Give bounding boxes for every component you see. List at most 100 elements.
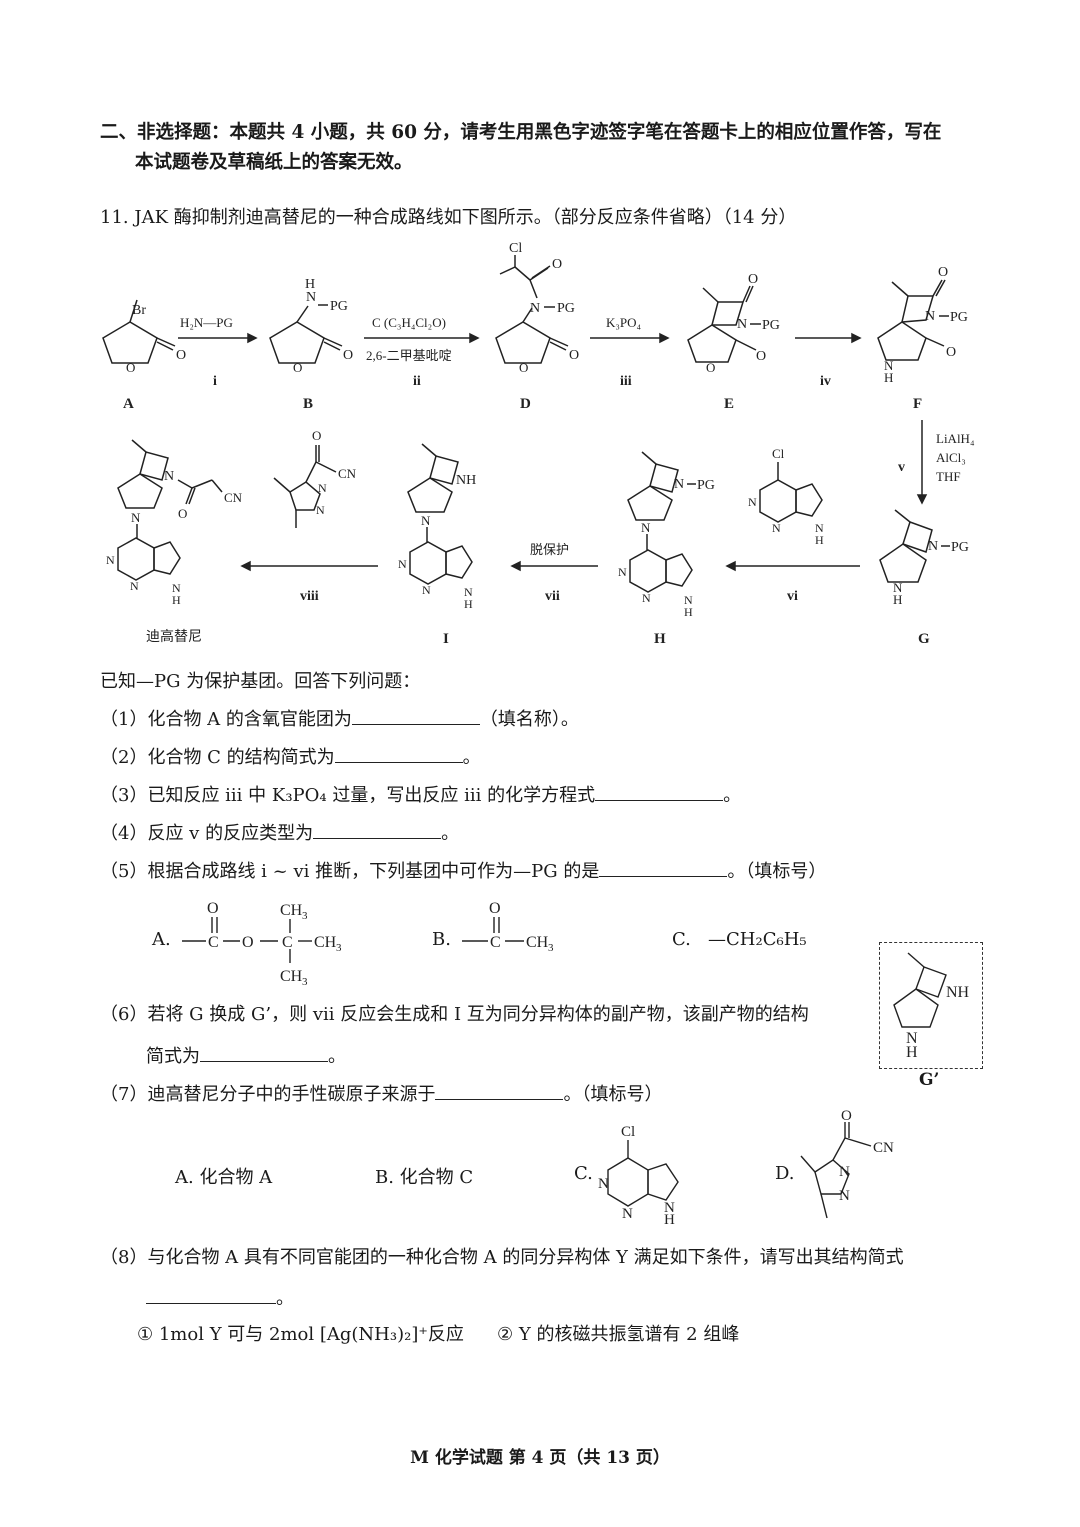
svg-text:CN: CN: [224, 490, 243, 505]
svg-text:CH: CH: [526, 934, 549, 951]
svg-text:N: N: [530, 301, 540, 316]
svg-text:O: O: [489, 900, 501, 917]
svg-text:O: O: [569, 348, 579, 363]
svg-text:O: O: [519, 360, 528, 375]
svg-text:N: N: [839, 1164, 850, 1180]
answer-blank-8[interactable]: [146, 1285, 276, 1304]
answer-blank-7[interactable]: [435, 1081, 564, 1100]
label-f: F: [913, 396, 922, 412]
section-heading: 二、非选择题：本题共 4 小题，共 60 分，请考生用黑色字迹签字笔在答题卡上的…: [100, 122, 942, 143]
svg-text:O: O: [126, 360, 135, 375]
svg-text:O: O: [706, 360, 715, 375]
g-prime-label: G’: [919, 1070, 940, 1090]
label-d: D: [520, 396, 531, 412]
answer-blank-2[interactable]: [334, 744, 463, 763]
question-3: （3）已知反应 iii 中 K₃PO₄ 过量，写出反应 iii 的化学方程式。: [100, 781, 741, 807]
svg-text:N: N: [622, 1206, 633, 1222]
svg-text:O: O: [343, 348, 353, 363]
q8-condition-1: ① 1mol Y 可与 2mol [Ag(NH₃)₂]⁺反应: [137, 1324, 464, 1345]
q8-condition-2: ② Y 的核磁共振氢谱有 2 组峰: [497, 1324, 740, 1345]
label-g: G: [918, 631, 930, 647]
label-h: H: [654, 631, 666, 647]
question-8-line2: 。: [146, 1284, 294, 1310]
step-iii: iii: [620, 374, 632, 389]
svg-text:3: 3: [302, 976, 308, 988]
svg-text:3: 3: [336, 942, 342, 954]
svg-text:CH: CH: [314, 934, 337, 951]
question-5: （5）根据合成路线 i ~ vi 推断，下列基团中可作为—PG 的是。（填标号）: [100, 857, 826, 883]
svg-text:3: 3: [302, 910, 308, 922]
reagent-v-2: AlCl₃: [936, 450, 966, 465]
svg-text:N: N: [748, 495, 757, 509]
svg-text:CN: CN: [873, 1140, 894, 1156]
step-v: v: [898, 460, 905, 475]
svg-text:N: N: [884, 358, 894, 373]
question-4: （4）反应 v 的反应类型为。: [100, 819, 459, 845]
q7-option-a: A. 化合物 A: [175, 1167, 273, 1188]
svg-text:H: H: [906, 1044, 918, 1061]
page-footer: M 化学试题 第 4 页（共 13 页）: [410, 1448, 670, 1468]
answer-blank-1[interactable]: [351, 706, 480, 725]
question-6: （6）若将 G 换成 G’，则 vii 反应会生成和 I 互为同分异构体的副产物…: [100, 1004, 809, 1025]
svg-text:O: O: [312, 428, 321, 443]
svg-text:C: C: [490, 934, 501, 951]
svg-text:CH: CH: [280, 968, 303, 985]
step-viii: viii: [300, 589, 319, 604]
svg-text:CN: CN: [338, 466, 357, 481]
svg-text:N: N: [642, 591, 651, 605]
label-b: B: [303, 396, 313, 412]
svg-text:H: H: [815, 533, 824, 547]
step-iv: iv: [820, 374, 831, 389]
svg-text:PG: PG: [330, 299, 348, 314]
step-vii: vii: [545, 589, 560, 604]
svg-text:N: N: [815, 521, 824, 535]
svg-text:N: N: [839, 1188, 850, 1204]
step-ii: ii: [413, 374, 421, 389]
svg-text:C: C: [282, 934, 293, 951]
svg-text:N: N: [893, 580, 903, 595]
answer-blank-6[interactable]: [200, 1043, 328, 1062]
svg-text:N: N: [398, 557, 407, 571]
svg-text:H: H: [684, 605, 693, 619]
svg-text:O: O: [242, 934, 254, 951]
q7-option-b: B. 化合物 C: [375, 1167, 474, 1188]
label-a: A: [123, 396, 134, 412]
svg-text:Cl: Cl: [621, 1124, 635, 1140]
svg-text:PG: PG: [697, 478, 715, 493]
svg-text:N: N: [131, 510, 141, 525]
svg-text:O: O: [946, 345, 956, 360]
svg-text:N: N: [664, 1200, 675, 1216]
svg-text:N: N: [316, 503, 325, 517]
svg-text:N: N: [928, 539, 938, 554]
section-heading-line2: 本试题卷及草稿纸上的答案无效。: [135, 152, 413, 173]
answer-blank-5[interactable]: [599, 858, 728, 877]
svg-text:N: N: [130, 579, 139, 593]
svg-text:O: O: [176, 348, 186, 363]
svg-text:H: H: [893, 592, 902, 607]
svg-text:O: O: [552, 257, 562, 272]
question-8: （8）与化合物 A 具有不同官能团的一种化合物 A 的同分异构体 Y 满足如下条…: [100, 1247, 904, 1268]
q7-option-c: C.: [574, 1163, 593, 1184]
svg-text:N: N: [925, 309, 935, 324]
svg-text:O: O: [293, 360, 302, 375]
svg-text:PG: PG: [557, 301, 575, 316]
g-prime-box: NH N H: [879, 942, 983, 1069]
svg-text:C: C: [208, 934, 219, 951]
svg-text:N: N: [674, 477, 684, 492]
svg-text:N: N: [641, 520, 651, 535]
svg-text:N: N: [906, 1030, 918, 1047]
svg-text:N: N: [684, 593, 693, 607]
q5-option-a-label: A.: [152, 929, 171, 950]
svg-text:O: O: [178, 506, 187, 521]
answer-blank-4[interactable]: [313, 820, 442, 839]
step-vi: vi: [787, 589, 798, 604]
svg-text:PG: PG: [762, 318, 780, 333]
svg-text:O: O: [938, 265, 948, 280]
step-i: i: [213, 374, 217, 389]
answer-blank-3[interactable]: [595, 782, 724, 801]
reagent-ii-bottom: 2,6-二甲基吡啶: [366, 348, 452, 363]
reagent-v-1: LiAlH₄: [936, 431, 975, 446]
known-statement: 已知—PG 为保护基团。回答下列问题：: [100, 671, 421, 692]
svg-text:H: H: [305, 277, 315, 292]
